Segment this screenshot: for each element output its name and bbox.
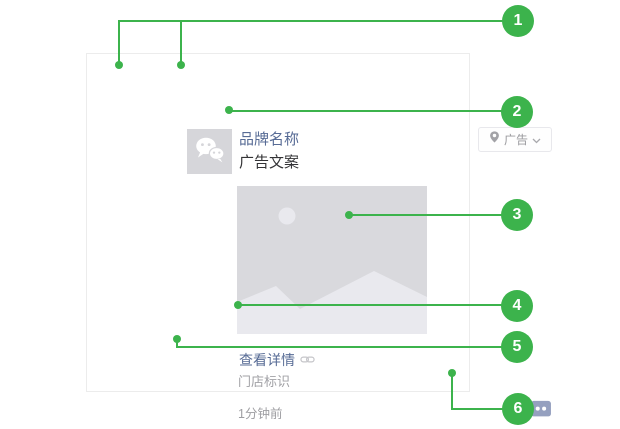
brand-avatar[interactable] (187, 129, 232, 174)
callout-marker-3: 3 (501, 199, 533, 231)
callout-marker-2: 2 (501, 96, 533, 128)
callout-3-line (352, 214, 503, 216)
ad-badge-dropdown[interactable]: 广告 (478, 127, 552, 152)
callout-marker-1: 1 (502, 5, 534, 37)
callout-6-line (451, 408, 503, 410)
store-poi-label[interactable]: 门店标识 (238, 374, 291, 389)
mountains-shape (237, 271, 427, 334)
callout-1-dot-avatar (115, 61, 123, 69)
sun-icon (278, 207, 296, 225)
callout-1-dot-brand (177, 61, 185, 69)
detail-link-row: 查看详情 (239, 351, 315, 369)
callout-marker-5: 5 (501, 331, 533, 363)
ad-image-placeholder[interactable] (237, 186, 427, 334)
callout-2-line (232, 110, 503, 112)
location-pin-icon (489, 130, 500, 149)
brand-name[interactable]: 品牌名称 (239, 131, 300, 148)
ad-card: 品牌名称 广告文案 广告 查看详情 (86, 53, 552, 421)
callout-5-drop (176, 339, 178, 348)
link-chain-icon (300, 351, 315, 369)
timestamp: 1分钟前 (238, 407, 283, 421)
callout-6-drop (451, 373, 453, 410)
ad-copy-text: 广告文案 (239, 154, 300, 171)
callout-1-drop-avatar (118, 20, 120, 66)
view-details-link[interactable]: 查看详情 (239, 352, 295, 368)
callout-1-drop-brand (180, 20, 182, 66)
callout-3-dot (345, 211, 353, 219)
callout-5-line (176, 346, 503, 348)
ad-badge-label: 广告 (503, 133, 528, 147)
callout-6-dot (448, 369, 456, 377)
callout-marker-4: 4 (501, 290, 533, 322)
chevron-down-icon (532, 131, 541, 149)
callout-marker-6: 6 (502, 393, 534, 425)
callout-4-line (241, 304, 503, 306)
callout-2-dot (225, 106, 233, 114)
wechat-logo-icon (194, 136, 226, 168)
callout-1-line (119, 20, 504, 22)
callout-4-dot (234, 301, 242, 309)
callout-5-dot (173, 335, 181, 343)
